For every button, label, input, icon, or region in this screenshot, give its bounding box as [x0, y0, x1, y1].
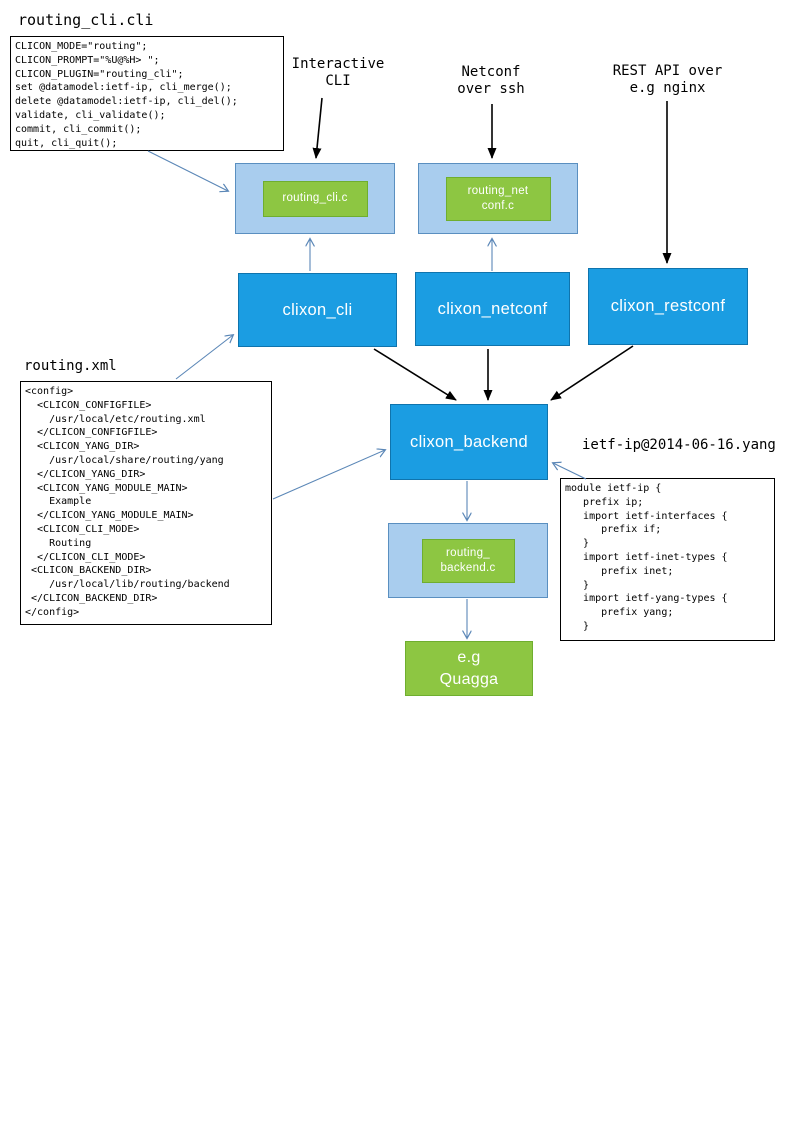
- clixon-restconf-label: clixon_restconf: [610, 297, 726, 315]
- arrow-clixon-cli-to-backend: [373, 348, 457, 401]
- quagga-label: e.g Quagga: [439, 648, 499, 688]
- routing-xml-file-title: routing.xml: [24, 358, 117, 374]
- clixon-cli-label: clixon_cli: [282, 300, 353, 319]
- arrow-clixon-restconf-to-backend: [550, 345, 634, 401]
- clixon-restconf-node: clixon_restconf: [588, 268, 748, 345]
- arrow-routing-xml-to-backend: [272, 450, 385, 500]
- clixon-netconf-node: clixon_netconf: [415, 272, 570, 346]
- arrow-yang-to-backend: [553, 463, 587, 480]
- routing-netconf-c-label: routing_net conf.c: [467, 184, 529, 212]
- routing-cli-code-box: CLICON_MODE="routing"; CLICON_PROMPT="%U…: [10, 36, 284, 151]
- routing-cli-c-plugin: routing_cli.c: [262, 180, 368, 217]
- arrow-routing-xml-to-clixon-cli: [175, 335, 233, 380]
- netconf-over-ssh-label: Netconf over ssh: [457, 64, 525, 97]
- clixon-netconf-label: clixon_netconf: [437, 299, 548, 318]
- routing-cli-c-label: routing_cli.c: [282, 192, 348, 204]
- interactive-cli-label: Interactive CLI: [291, 56, 385, 89]
- routing-netconf-c-container: routing_net conf.c: [418, 163, 578, 234]
- routing-cli-c-container: routing_cli.c: [235, 163, 395, 234]
- routing-xml-code-box: <config> <CLICON_CONFIGFILE> /usr/local/…: [20, 381, 272, 625]
- routing-backend-c-container: routing_ backend.c: [388, 523, 548, 598]
- yang-file-title: ietf-ip@2014-06-16.yang: [582, 437, 776, 453]
- quagga-node: e.g Quagga: [405, 641, 533, 696]
- arrow-cli-code-to-routing-cli-c: [147, 150, 228, 191]
- yang-code-box: module ietf-ip { prefix ip; import ietf-…: [560, 478, 775, 641]
- routing-backend-c-plugin: routing_ backend.c: [421, 538, 515, 583]
- routing-cli-file-title: routing_cli.cli: [18, 11, 154, 29]
- rest-api-label: REST API over e.g nginx: [612, 63, 723, 96]
- clixon-cli-node: clixon_cli: [238, 273, 397, 347]
- routing-backend-c-label: routing_ backend.c: [440, 546, 496, 574]
- arrow-interactive-cli-to-routing-cli-c: [312, 97, 323, 159]
- clixon-backend-label: clixon_backend: [410, 432, 528, 451]
- clixon-backend-node: clixon_backend: [390, 404, 548, 480]
- routing-netconf-c-plugin: routing_net conf.c: [445, 176, 551, 221]
